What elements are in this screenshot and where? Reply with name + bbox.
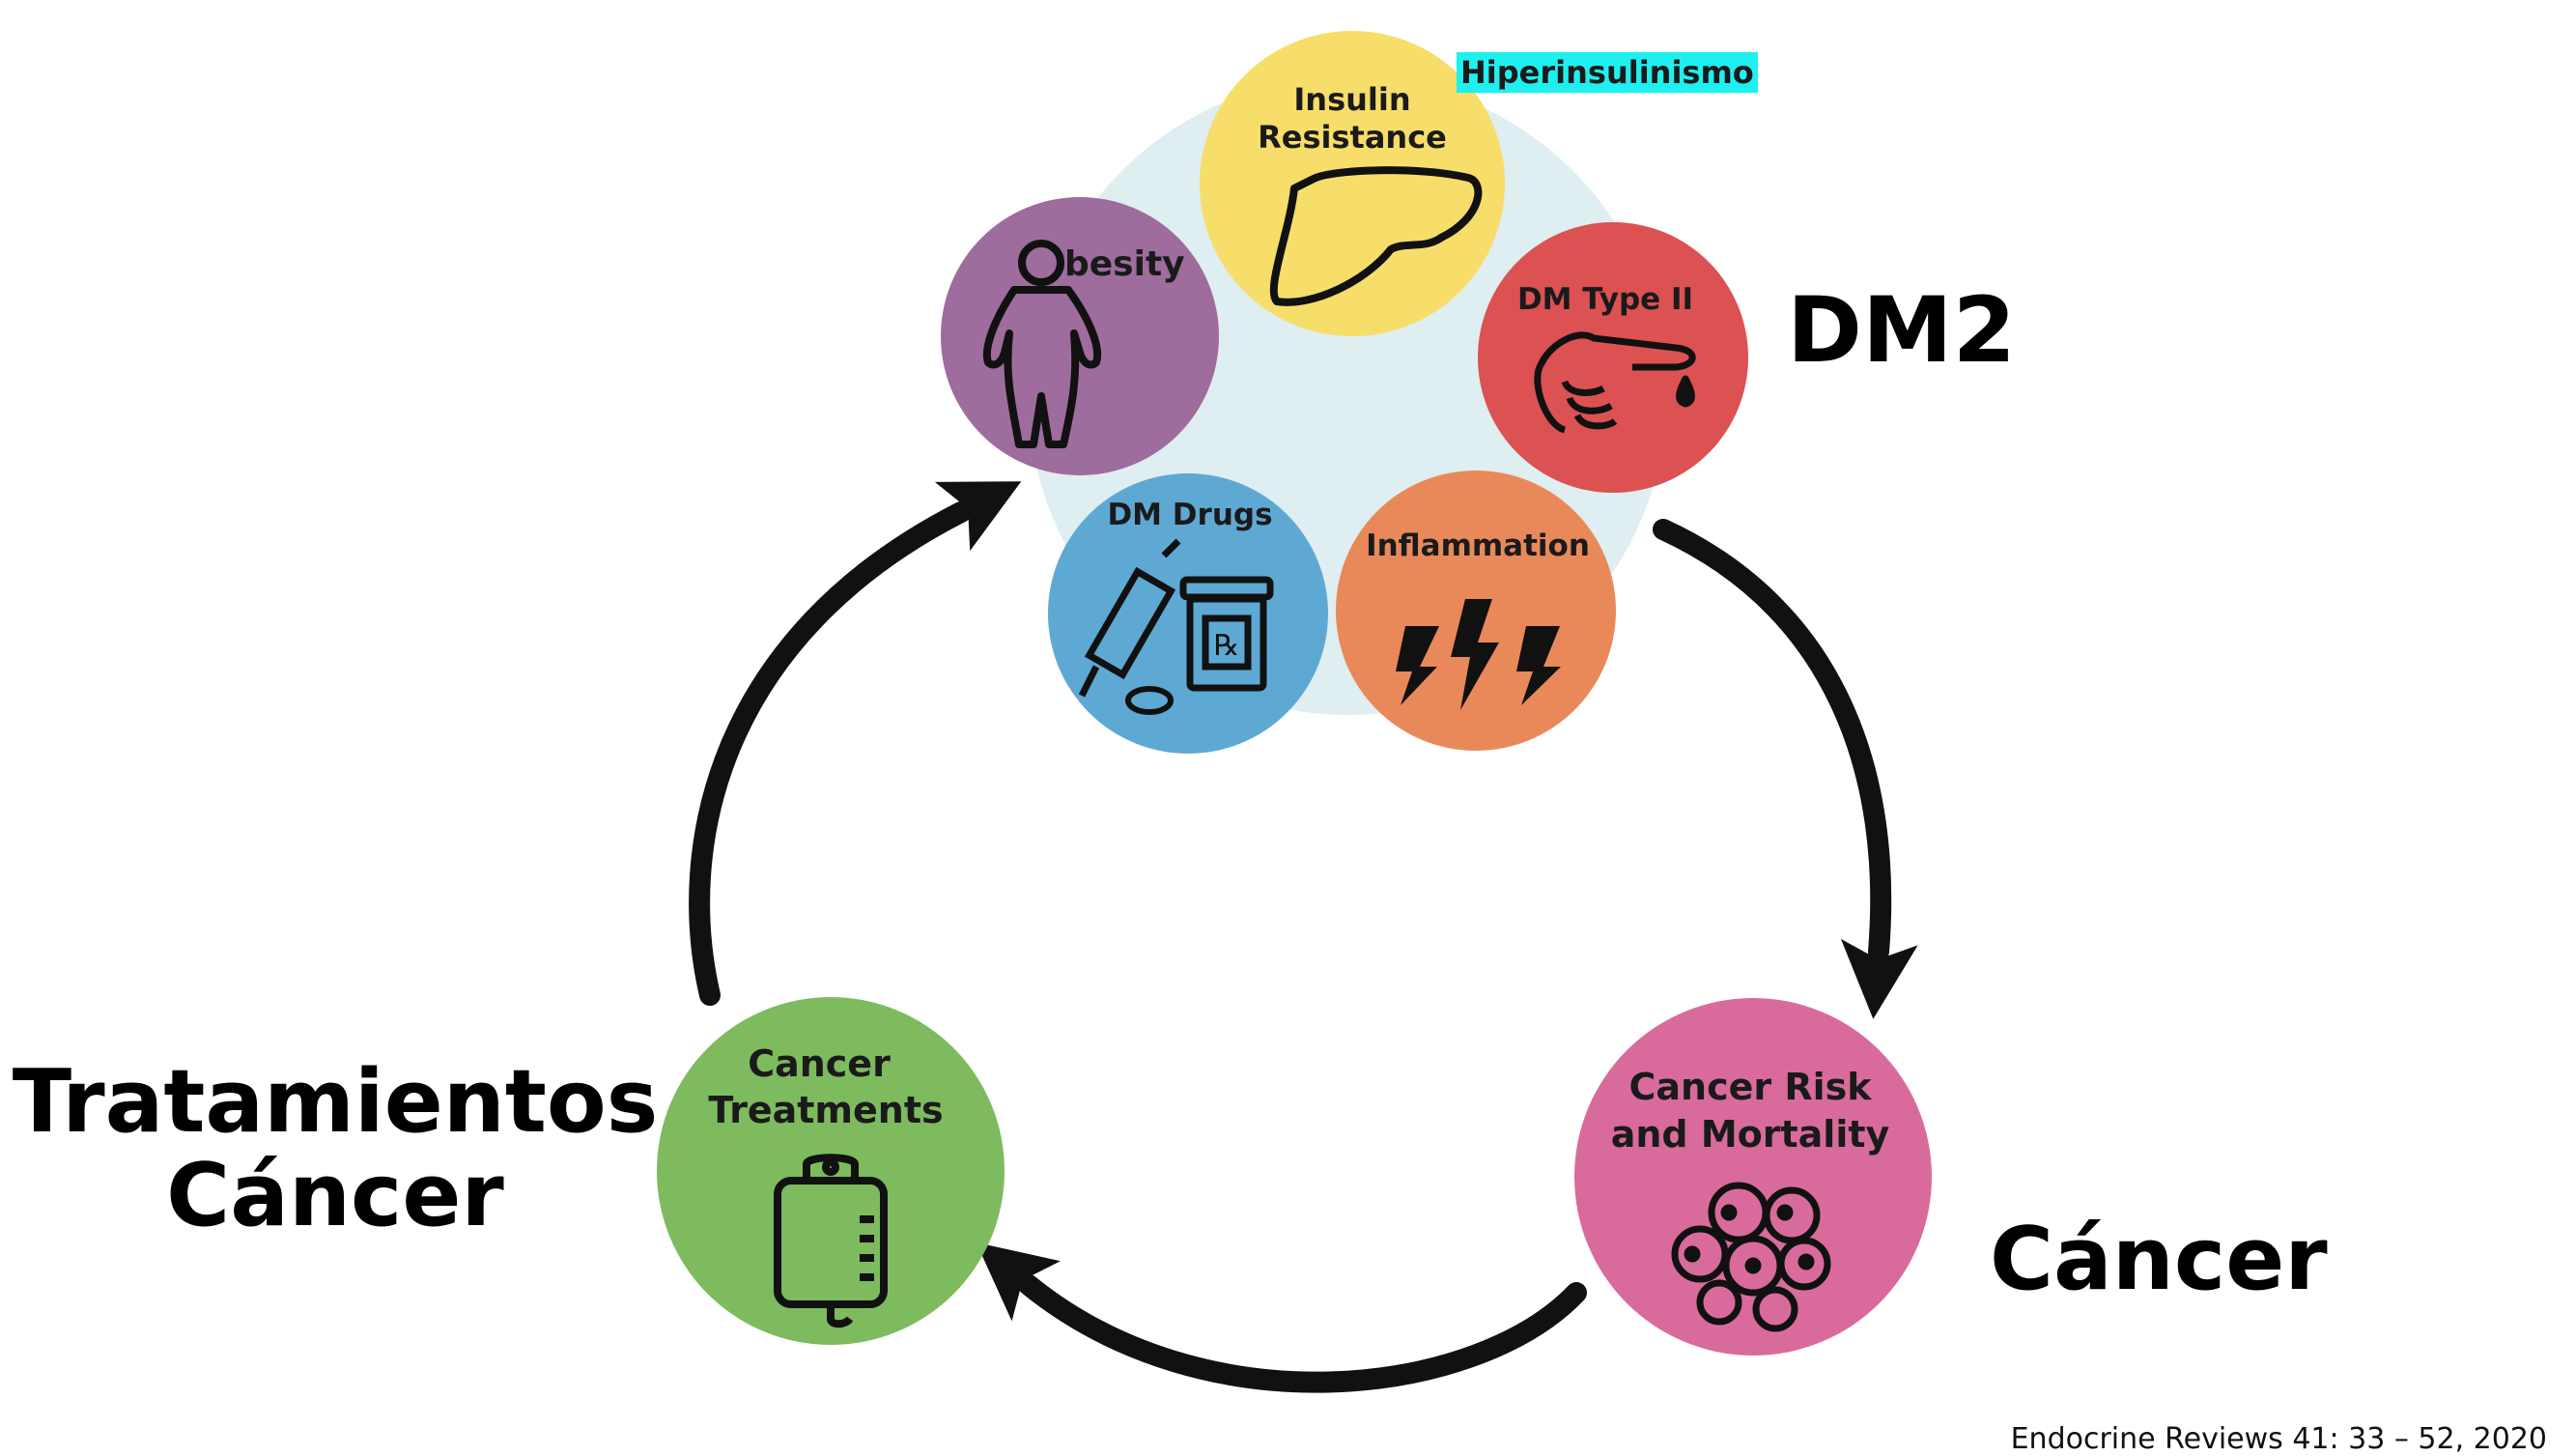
dm-drugs-node: DM Drugs ℞ bbox=[1048, 473, 1328, 754]
cancer-cells-icon bbox=[1671, 1182, 1831, 1332]
pill-icon bbox=[1125, 686, 1174, 715]
lightning-bolts-icon bbox=[1396, 599, 1561, 710]
insulin-resistance-label-line2: Resistance bbox=[1258, 119, 1447, 156]
blood-drop-shape bbox=[1676, 375, 1695, 408]
cancer-risk-label-line2: and Mortality bbox=[1611, 1113, 1890, 1156]
insulin-resistance-label-line1: Insulin bbox=[1293, 81, 1410, 118]
citation: Endocrine Reviews 41: 33 – 52, 2020 bbox=[2010, 1422, 2547, 1456]
cancer-risk-label-line1: Cancer Risk bbox=[1628, 1066, 1872, 1108]
hiperinsulinismo-highlight: Hiperinsulinismo bbox=[1457, 52, 1758, 93]
svg-text:℞: ℞ bbox=[1214, 629, 1240, 663]
cancer-treatments-label-line2: Treatments bbox=[708, 1089, 943, 1131]
cancer-treatments-node: Cancer Treatments bbox=[657, 997, 1005, 1345]
dm-drugs-label: DM Drugs bbox=[1107, 498, 1272, 532]
dm-type-ii-label: DM Type II bbox=[1517, 282, 1693, 317]
cancer-risk-circle bbox=[1574, 998, 1932, 1356]
inflammation-label: Inflammation bbox=[1366, 528, 1590, 563]
obesity-label: besity bbox=[1064, 244, 1185, 284]
liver-icon bbox=[1269, 166, 1483, 306]
arrow-cancer-to-treatments bbox=[976, 1242, 1587, 1393]
obesity-circle bbox=[941, 197, 1219, 475]
insulin-resistance-node: Insulin Resistance bbox=[1200, 31, 1505, 336]
dm-type-ii-node: DM Type II bbox=[1478, 222, 1748, 493]
obesity-node: besity bbox=[941, 197, 1219, 475]
cancer-treatments-label-line1: Cancer bbox=[748, 1042, 891, 1085]
dm-type-ii-circle bbox=[1478, 222, 1748, 493]
tratamientos-cancer-label: Tratamientos Cáncer bbox=[12, 1051, 659, 1247]
pill-bottle-icon: ℞ bbox=[1179, 576, 1274, 692]
cancer-label: Cáncer bbox=[1990, 1209, 2328, 1310]
arrow-dm-to-cancer bbox=[1653, 519, 1918, 1019]
syringe-icon bbox=[1078, 538, 1181, 698]
inflammation-node: Inflammation bbox=[1336, 471, 1616, 751]
arrow-treatments-to-dm bbox=[689, 481, 1022, 1006]
tratamientos-line1: Tratamientos bbox=[12, 1051, 659, 1153]
cancer-risk-node: Cancer Risk and Mortality bbox=[1574, 998, 1932, 1356]
iv-bag-icon bbox=[774, 1154, 888, 1328]
obese-person-icon bbox=[982, 240, 1102, 448]
finger-prick-icon bbox=[1534, 331, 1696, 434]
dm2-label: DM2 bbox=[1787, 278, 2016, 384]
tratamientos-line2: Cáncer bbox=[166, 1145, 504, 1247]
